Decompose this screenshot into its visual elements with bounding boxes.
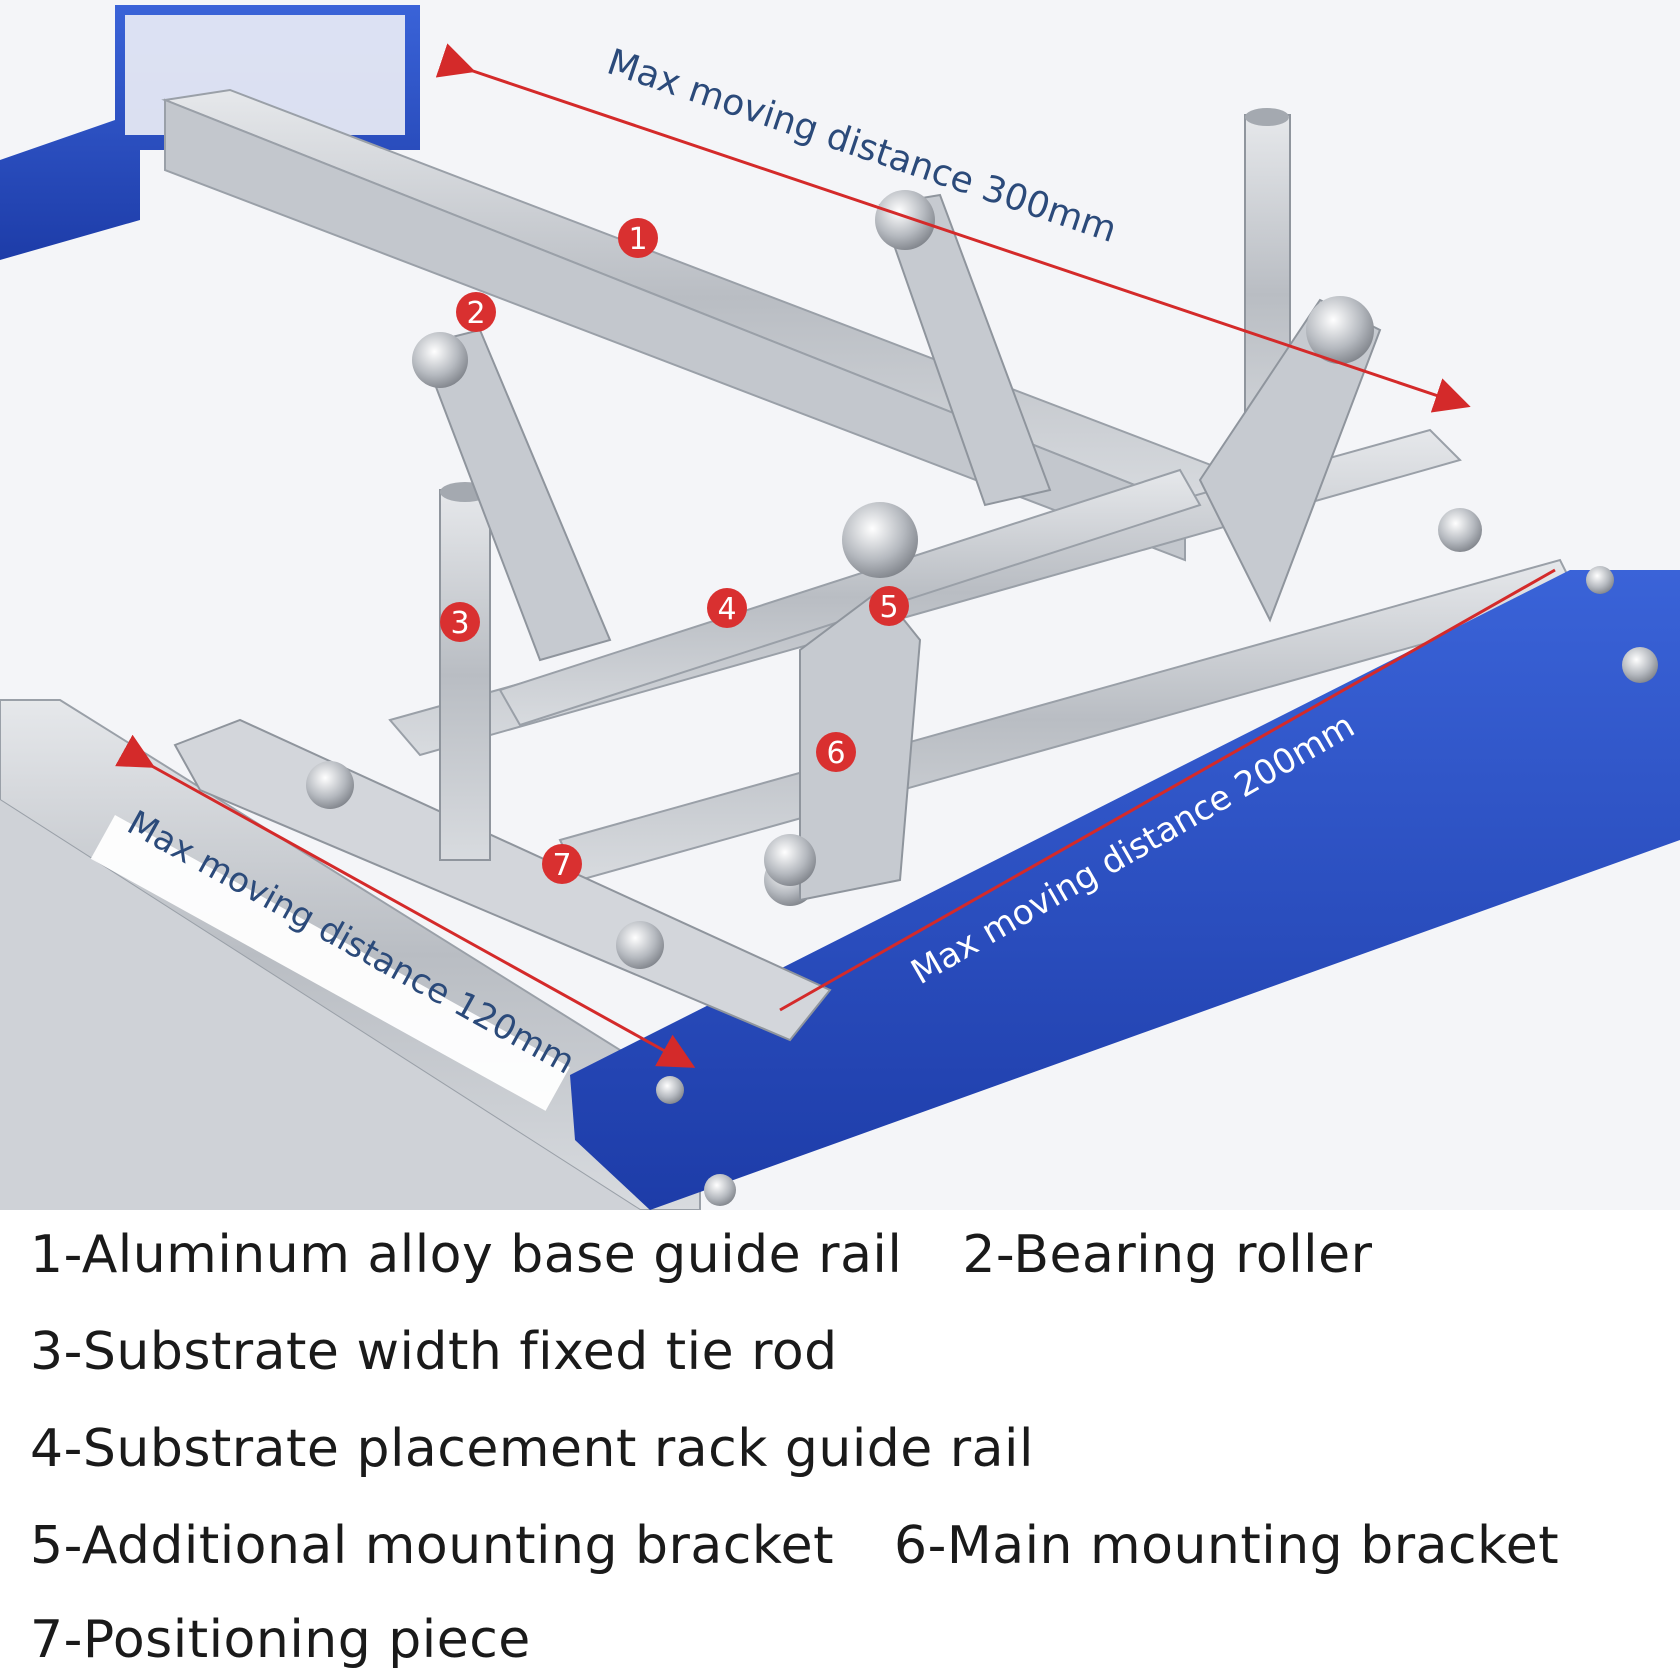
badge-6: 6 — [816, 732, 856, 772]
legend-row-3: 4-Substrate placement rack guide rail — [30, 1419, 1034, 1479]
blue-base-bar — [570, 566, 1680, 1210]
legend-item-5: 5-Additional mounting bracket — [30, 1516, 834, 1576]
legend-item-6: 6-Main mounting bracket — [893, 1516, 1560, 1576]
badge-4: 4 — [707, 588, 747, 628]
badge-5: 5 — [869, 586, 909, 626]
svg-text:1: 1 — [628, 222, 647, 257]
legend-item-3: 3-Substrate width fixed tie rod — [30, 1322, 838, 1382]
badge-2: 2 — [456, 292, 496, 332]
arrow-300mm — [435, 43, 1471, 413]
arrow-120mm — [115, 734, 696, 1068]
svg-text:4: 4 — [717, 592, 736, 627]
badge-3: 3 — [440, 602, 480, 642]
svg-text:6: 6 — [826, 736, 845, 771]
product-diagram: Max moving distance 300mm Max moving dis… — [0, 0, 1680, 1210]
legend-row-5: 7-Positioning piece — [30, 1610, 531, 1670]
bracket-front — [764, 502, 922, 902]
legend-row-1: 1-Aluminum alloy base guide rail 2-Bearin… — [30, 1225, 1373, 1285]
svg-text:2: 2 — [466, 296, 485, 331]
legend-item-7: 7-Positioning piece — [30, 1610, 531, 1670]
tie-rod-left — [439, 482, 491, 861]
badge-7: 7 — [542, 844, 582, 884]
arrow-200mm — [779, 568, 1556, 1012]
svg-text:7: 7 — [552, 848, 571, 883]
middle-rail — [498, 468, 1202, 727]
svg-text:5: 5 — [879, 590, 898, 625]
legend-item-1: 1-Aluminum alloy base guide rail — [30, 1225, 903, 1285]
legend-item-4: 4-Substrate placement rack guide rail — [30, 1419, 1034, 1479]
badge-1: 1 — [618, 218, 658, 258]
label-120mm-background — [90, 815, 570, 1111]
svg-text:3: 3 — [450, 606, 469, 641]
legend-row-4: 5-Additional mounting bracket 6-Main moun… — [30, 1516, 1559, 1576]
legend-row-2: 3-Substrate width fixed tie rod — [30, 1322, 838, 1382]
legend-item-2: 2-Bearing roller — [962, 1225, 1373, 1285]
